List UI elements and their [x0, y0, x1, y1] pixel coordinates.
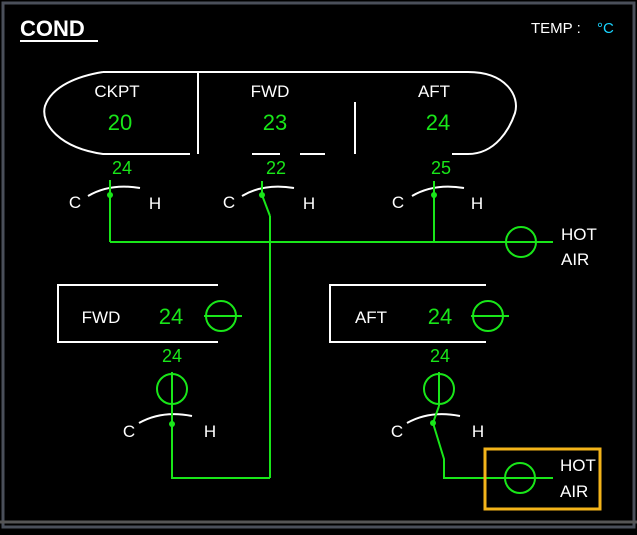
cargo-aft-compartment: AFT 24 24 C H [329, 284, 509, 479]
cargo-fwd-compartment: FWD 24 24 C H [57, 284, 270, 479]
cargo-aft-label: AFT [355, 308, 387, 327]
cargo-fwd-hot-air-duct [171, 424, 270, 479]
cabin-hot-air-ducts [109, 194, 553, 478]
cabin-fuselage-outline [43, 71, 517, 155]
cargo-aft-duct-temp: 24 [430, 346, 450, 366]
trim-valve-ckpt: C H [69, 180, 161, 213]
valve-arc [406, 413, 461, 424]
zone-aft-temp: 24 [426, 110, 450, 135]
cabin-hot-air-label-line2: AIR [561, 250, 589, 269]
zone-aft-duct-temp: 25 [431, 158, 451, 178]
cargo-hot-air-label-line1: HOT [560, 456, 596, 475]
valve-pointer [432, 405, 440, 424]
cargo-aft-hot-air-duct [432, 422, 505, 479]
temp-unit-label: TEMP : [531, 20, 581, 37]
valve-cold-label: C [69, 193, 81, 212]
cargo-fwd-box [57, 284, 218, 343]
valve-hot-label: H [471, 194, 483, 213]
valve-arc [87, 185, 141, 197]
valve-hot-label: H [472, 422, 484, 441]
cargo-hot-air-label-line2: AIR [560, 482, 588, 501]
valve-hot-label: H [303, 194, 315, 213]
zone-aft-label: AFT [418, 82, 450, 101]
cargo-aft-box [329, 284, 486, 343]
temp-unit: °C [597, 20, 614, 37]
zone-fwd-temp: 23 [263, 110, 287, 135]
cargo-fwd-duct-temp: 24 [162, 346, 182, 366]
valve-cold-label: C [392, 193, 404, 212]
valve-arc [411, 185, 465, 197]
zone-ckpt-label: CKPT [94, 82, 139, 101]
cabin-hot-air-valve [505, 226, 537, 258]
valve-arc [241, 185, 295, 197]
valve-cold-label: C [123, 422, 135, 441]
cargo-hot-air-caution-box [483, 447, 602, 511]
trim-valve-aft-cabin: C H [392, 181, 483, 213]
trim-valve-fwd-cabin: C H [223, 181, 315, 213]
cargo-aft-temp: 24 [428, 304, 452, 329]
cargo-hot-air-valve-group: HOT AIR [483, 447, 602, 511]
page-title: COND [20, 16, 85, 41]
cargo-fwd-label: FWD [82, 308, 121, 327]
valve-hot-label: H [204, 422, 216, 441]
valve-cold-label: C [391, 422, 403, 441]
zone-fwd-duct-temp: 22 [266, 158, 286, 178]
zone-fwd-label: FWD [251, 82, 290, 101]
valve-hot-label: H [149, 194, 161, 213]
zone-ckpt-duct-temp: 24 [112, 158, 132, 178]
cargo-fwd-temp: 24 [159, 304, 183, 329]
valve-cold-label: C [223, 193, 235, 212]
zone-ckpt-temp: 20 [108, 110, 132, 135]
cabin-hot-air-label-line1: HOT [561, 225, 597, 244]
valve-arc [138, 413, 193, 424]
